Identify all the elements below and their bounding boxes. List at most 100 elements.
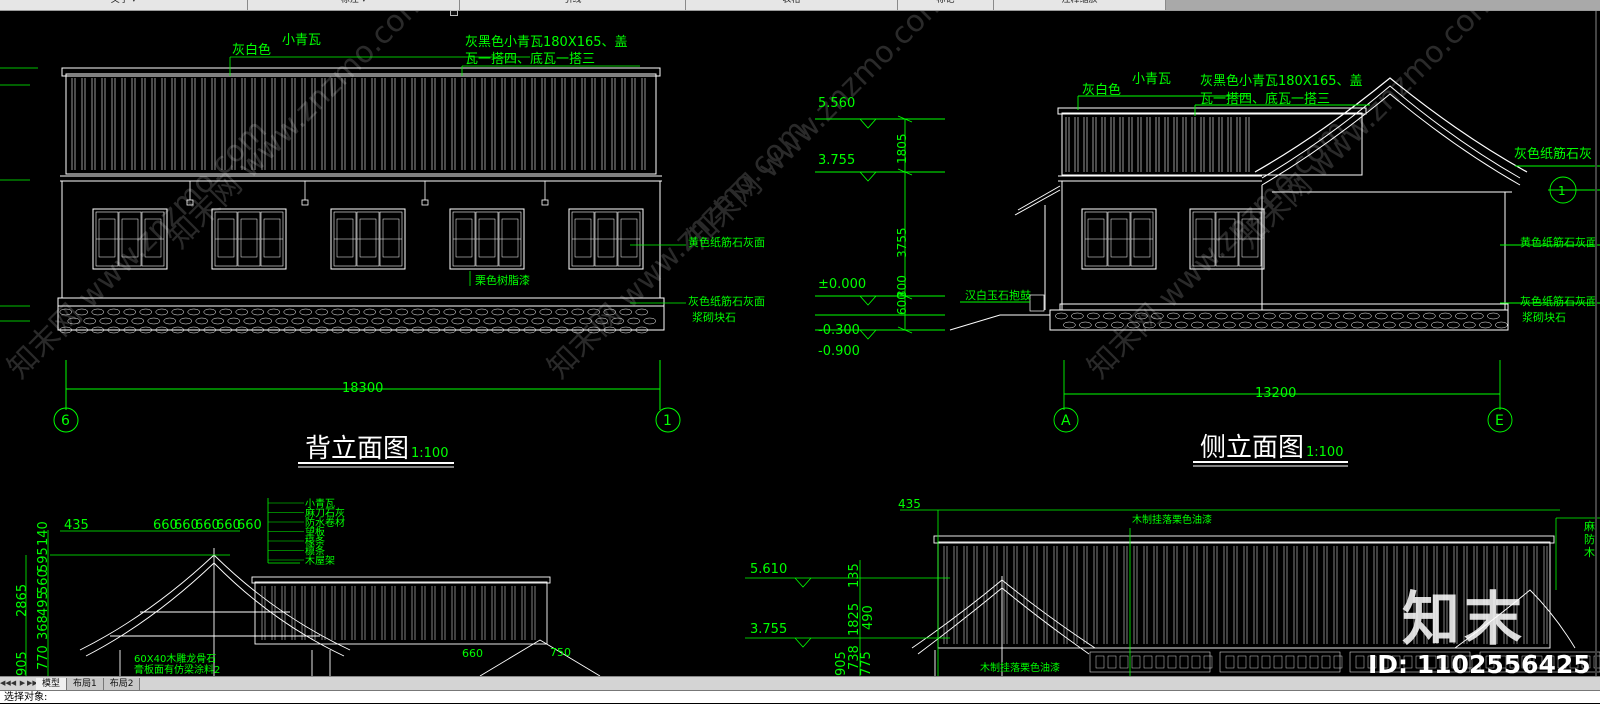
side-note-7: 汉白玉石抱鼓 [965,288,1031,302]
rear-elevation-title: 背立面图 [305,434,409,464]
left-section-dim-top: 660 [237,518,262,533]
left-section-dim-vertical: 140 [36,521,51,546]
rear-note-3: 灰黑色小青瓦180X165、盖 [465,34,628,50]
ribbon-panel-label: 文字 ▾ [110,0,137,5]
ribbon-panel-2[interactable]: 引线 [460,0,686,10]
rear-note-6: 栗色树脂漆 [475,273,530,287]
right-section-level-1: 5.610 [750,562,787,577]
ribbon-panel-1[interactable]: 标注 ▾ [248,0,460,10]
side-elevation-drawing [949,77,1528,331]
right-section-dim-top: 435 [898,497,921,511]
left-section-dim-vertical: 905 [15,651,30,676]
rear-note-4: 瓦一搭四、底瓦一搭三 [465,51,595,67]
left-section-dim-top: 435 [64,518,89,533]
vdim-2: 3755 [895,227,909,258]
side-note-9: 浆砌块石 [1522,310,1566,324]
layout-tab-bar: ◀◀ ◀ ▶ ▶▶ 模型 布局1 布局2 [0,676,1600,690]
rear-elevation-scale: 1:100 [411,446,448,461]
side-note-2: 小青瓦 [1132,72,1171,87]
level-1: 5.560 [818,96,855,111]
left-section-dim-lines [25,498,300,676]
right-section-dim-vertical: 490 [861,605,876,630]
left-section-layer-label: 望板 [305,526,325,539]
rear-note-7: 灰色纸筋石灰面 [688,294,765,308]
left-section-small-dim-1: 660 [462,647,483,660]
right-section-dim-vertical: 135 [847,563,862,588]
right-section-note-1: 木制挂落栗色油漆 [1132,513,1212,526]
left-section-dim-top: 660 [153,518,178,533]
rear-leader-lines [229,56,686,304]
ribbon-panel-5[interactable]: 注释缩放 [994,0,1166,10]
left-section-dim-vertical: 2865 [15,584,30,617]
left-section-layer-label: 椽条 [305,535,325,548]
ribbon-panel-label: 引线 [563,0,582,5]
ribbon-panel-4[interactable]: 标记 [898,0,994,10]
side-elevation-scale: 1:100 [1306,445,1343,460]
left-section-dim-top: 660 [216,518,241,533]
side-dimension-lines [960,95,1600,433]
right-section-dim-vertical: 738 [847,645,862,670]
tab-model[interactable]: 模型 [36,677,68,690]
right-section-level-2: 3.755 [750,622,787,637]
left-section-small-dim-2: 750 [550,646,571,659]
rear-note-8: 浆砌块石 [692,310,736,324]
right-section-dim-vertical: 905 [834,651,849,676]
left-section-layer-label: 檩条 [305,545,325,558]
side-note-4: 瓦一搭四、底瓦一搭三 [1200,91,1330,107]
tab-layout1[interactable]: 布局1 [67,677,104,690]
level-markers [815,115,945,340]
right-section-dim-lines [745,509,1600,676]
left-section-layer-label: 麻刀石灰 [305,507,345,520]
ribbon-panel-3[interactable]: 表格 [686,0,898,10]
side-dimension: 13200 [1255,386,1296,401]
tab-layout2[interactable]: 布局2 [103,677,141,690]
ribbon-panel-label: 注释缩放 [1061,0,1098,5]
vdim-4: 600 [895,292,909,315]
level-4: -0.300 [818,323,860,338]
left-section-dim-top: 660 [174,518,199,533]
level-3: ±0.000 [818,277,866,292]
brand-id: ID: 1102556425 [1368,650,1591,679]
right-section-side-layer: 麻 [1584,519,1595,533]
brand-logo: 知末 [1402,585,1527,653]
left-section-note-1: 60X40木雕龙骨石 [134,652,216,665]
left-section-dim-vertical: 595 [36,547,51,572]
level-5: -0.900 [818,344,860,359]
next-tab-icon[interactable]: ▶ [19,679,26,687]
ribbon-panel-0[interactable]: 文字 ▾ [0,0,248,10]
left-section-dim-vertical: 368 [36,615,51,640]
right-section-note-2: 木制挂落栗色油漆 [980,661,1060,674]
side-note-5: 灰色纸筋石灰 [1514,146,1592,162]
left-section-drawing [79,548,601,676]
side-note-6: 黄色纸筋石灰面 [1520,235,1597,249]
first-tab-icon[interactable]: ◀◀ [0,679,11,687]
ribbon-pin-icon[interactable] [450,10,458,16]
left-edge-markers [0,67,38,322]
rear-axis-left: 6 [61,413,70,429]
last-tab-icon[interactable]: ▶▶ [27,679,38,687]
ribbon-panel-bar: 文字 ▾ 标注 ▾ 引线 表格标记 注释缩放 [0,0,1600,11]
left-section-dim-vertical: 560 [36,569,51,594]
left-section-dim-vertical: 770 [36,645,51,670]
side-circle-tag: 1 [1558,184,1566,198]
watermark-text: 知末网 www.znzmo.com [1231,11,1504,256]
prev-tab-icon[interactable]: ◀ [10,679,17,687]
left-section-layer-label: 防水卷材 [305,516,345,529]
ribbon-empty-area [1166,0,1600,10]
left-section-layer-label: 小青瓦 [305,497,335,510]
side-note-1: 灰白色 [1082,82,1121,98]
left-section-note-2: 膏板面有仿梁涂料2 [134,663,220,676]
left-section-layer-label: 木屋架 [305,555,335,567]
rear-note-1: 灰白色 [232,42,271,58]
right-section-dim-vertical: 1825 [847,603,862,636]
ribbon-panel-label: 标注 ▾ [340,0,367,5]
side-axis-right: E [1495,413,1504,429]
rear-note-2: 小青瓦 [282,33,321,48]
command-line[interactable]: 选择对象: [0,690,1600,703]
side-axis-left: A [1061,413,1071,429]
right-section-side-layer: 防 [1584,532,1595,546]
watermark-text: 知末网 www.znzmo.com [681,11,954,256]
rear-elevation-drawing [53,67,681,433]
